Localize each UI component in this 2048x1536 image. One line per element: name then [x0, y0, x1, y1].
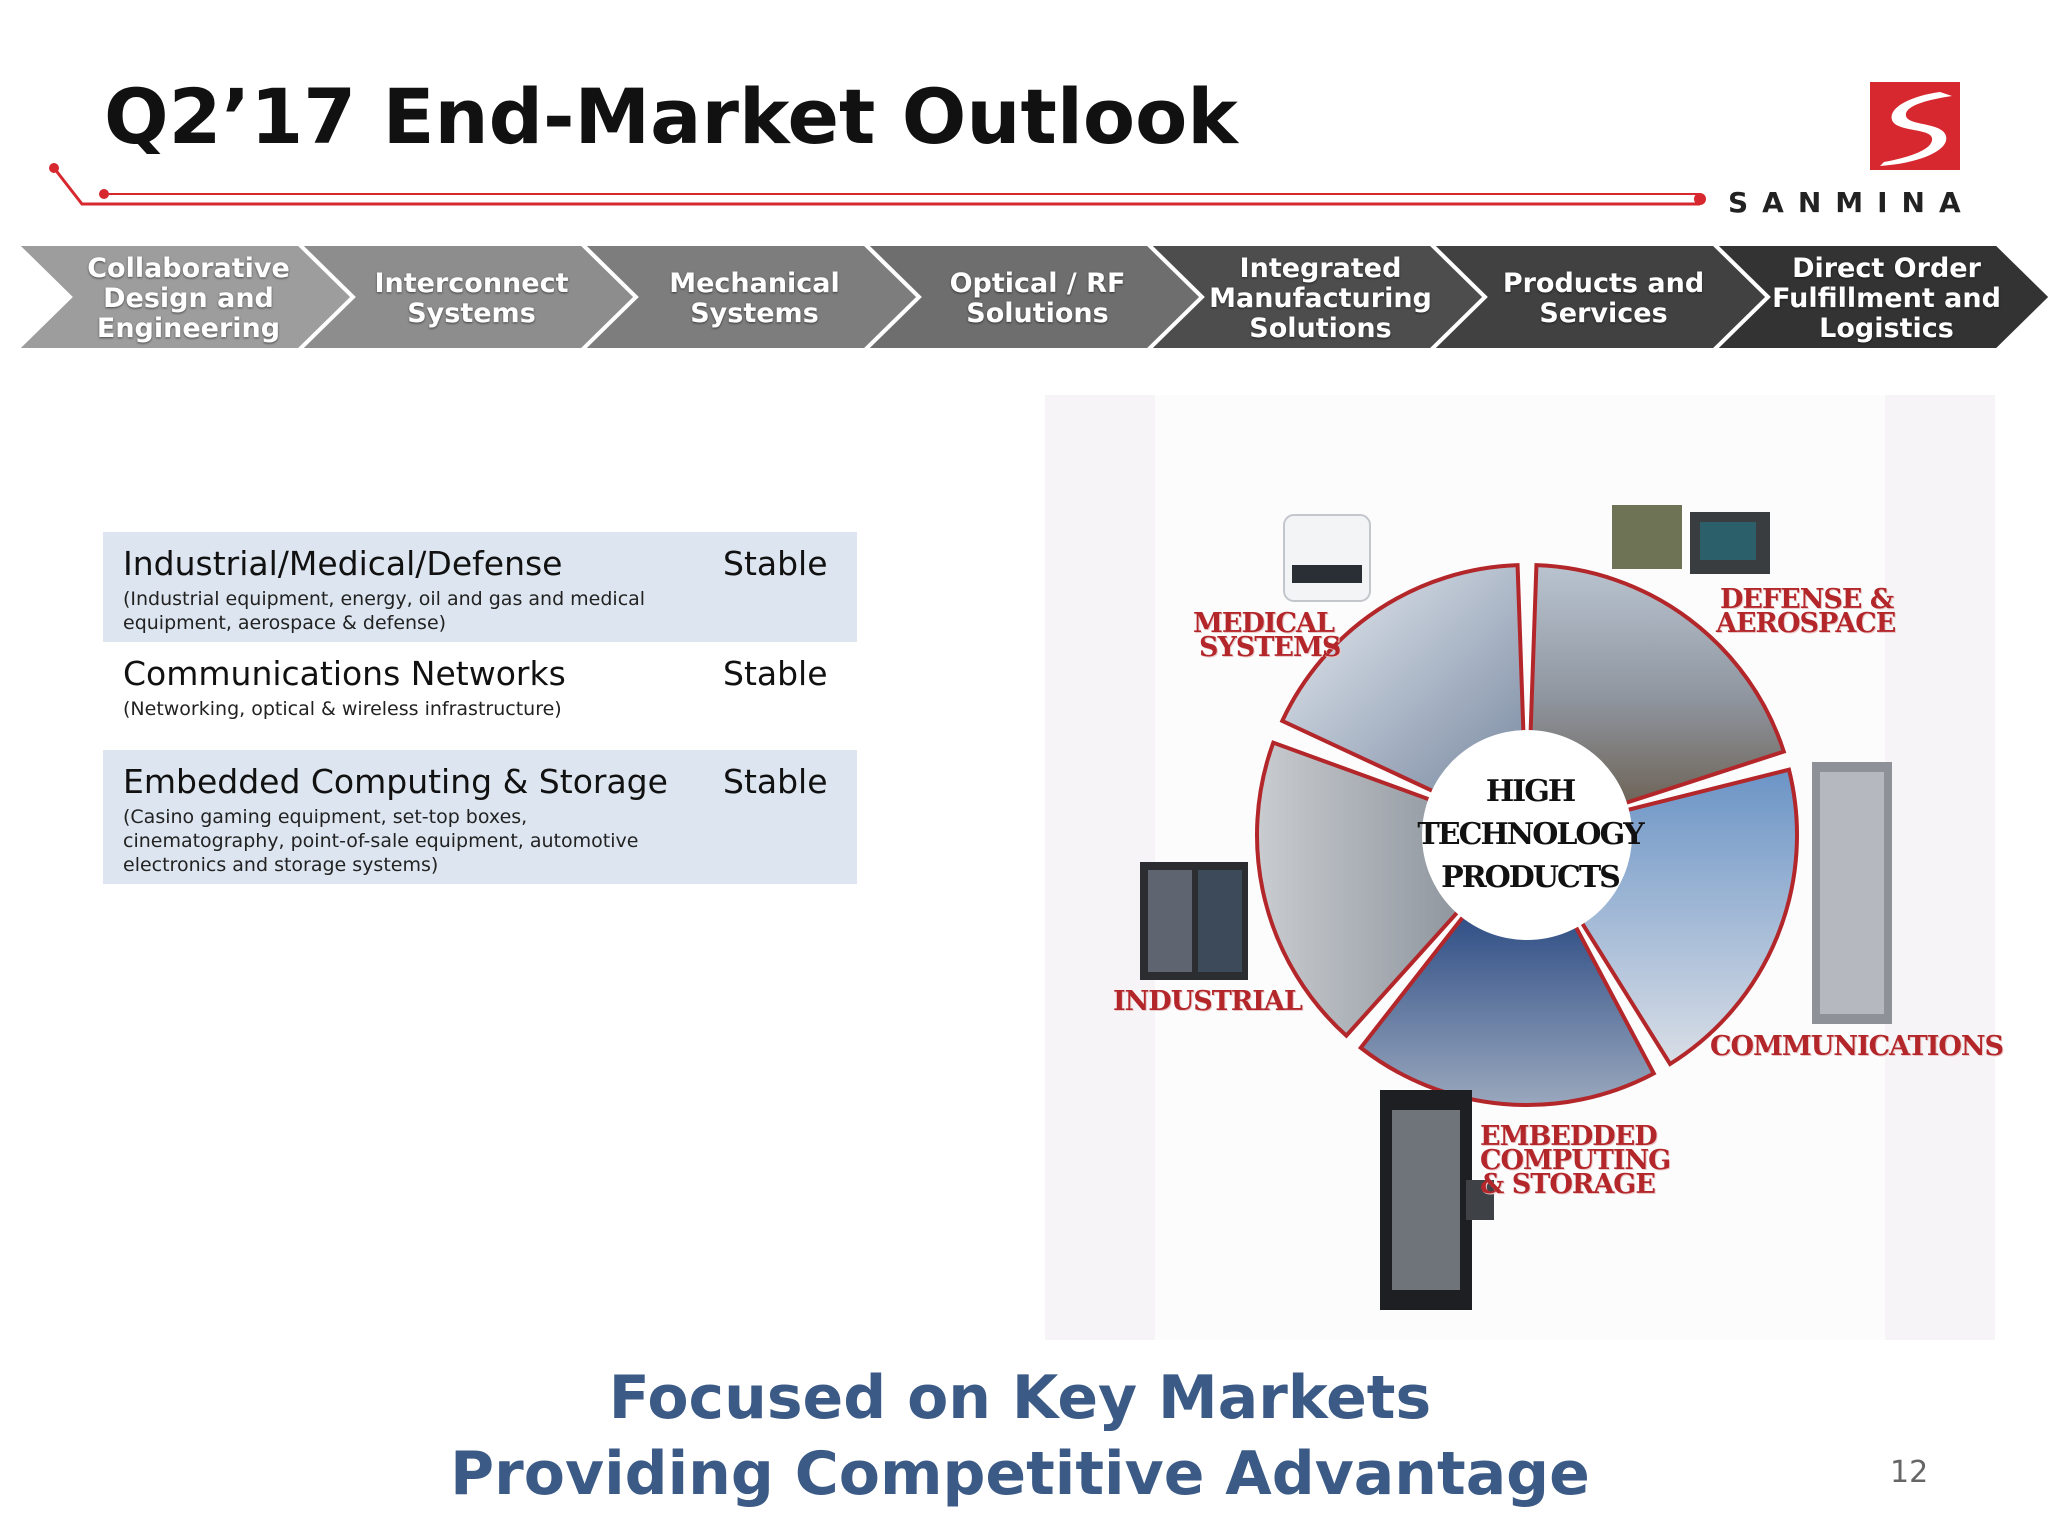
- segment-label-line: INDUSTRIAL: [1113, 986, 1303, 1017]
- segment-label-line: SYSTEMS: [1199, 632, 1341, 663]
- hub-label-line: TECHNOLOGY: [1417, 817, 1644, 852]
- chevron-shapes: [11, 242, 2048, 352]
- industrial-vending-image: [1140, 862, 1248, 980]
- market-row-industrial: Industrial/Medical/Defense (Industrial e…: [103, 532, 857, 642]
- market-row-communications: Communications Networks (Networking, opt…: [103, 642, 857, 750]
- underline-dot-end: [1694, 193, 1706, 205]
- market-outlook-table: Industrial/Medical/Defense (Industrial e…: [103, 532, 857, 884]
- segment-label-line: COMMUNICATIONS: [1710, 1031, 2004, 1062]
- segment-label-line: DEFENSE &: [1720, 584, 1894, 615]
- market-description: (Industrial equipment, energy, oil and g…: [123, 588, 646, 634]
- wheel-hub-label: HIGH TECHNOLOGY PRODUCTS: [1395, 770, 1665, 899]
- sanmina-logo-mark-icon: [1870, 82, 1960, 170]
- sanmina-wordmark: SANMINA: [1728, 186, 1975, 219]
- embedded-server-rack-image: [1380, 1090, 1494, 1310]
- slide-tagline: Focused on Key Markets Providing Competi…: [400, 1360, 1640, 1512]
- chevron-step-label: Mechanical Systems: [669, 268, 840, 329]
- market-name: Embedded Computing & Storage: [123, 762, 668, 801]
- market-outlook-status: Stable: [723, 544, 828, 583]
- chevron-step-label: Integrated Manufacturing Solutions: [1209, 253, 1432, 344]
- wheel-hub: [1422, 730, 1632, 940]
- segment-label-medical: MEDICAL SYSTEMS: [1193, 608, 1341, 663]
- market-description: (Casino gaming equipment, set-top boxes,…: [123, 806, 639, 876]
- market-name: Industrial/Medical/Defense: [123, 544, 563, 583]
- hub-label-line: PRODUCTS: [1441, 860, 1621, 895]
- market-outlook-status: Stable: [723, 654, 828, 693]
- chevron-step-label: Collaborative Design and Engineering: [87, 253, 290, 344]
- slide-title: Q2’17 End-Market Outlook: [104, 72, 1238, 161]
- segment-label-defense: DEFENSE & AEROSPACE: [1716, 584, 1896, 639]
- segment-label-communications: COMMUNICATIONS: [1710, 1031, 2004, 1062]
- tagline-line-1: Focused on Key Markets: [608, 1363, 1432, 1433]
- tagline-line-2: Providing Competitive Advantage: [450, 1439, 1590, 1509]
- defense-equipment-image: [1612, 505, 1770, 574]
- underline-dot-left: [49, 163, 59, 173]
- segment-label-embedded: EMBEDDED COMPUTING & STORAGE: [1480, 1121, 1671, 1200]
- chevron-step-label: Optical / RF Solutions: [949, 268, 1126, 329]
- segment-label-line: AEROSPACE: [1716, 608, 1896, 639]
- chevron-step-label: Interconnect Systems: [374, 268, 569, 329]
- chevron-step-label: Direct Order Fulfillment and Logistics: [1772, 253, 2001, 344]
- market-description: (Networking, optical & wireless infrastr…: [123, 698, 562, 720]
- wheel-background-strip-right: [1885, 395, 1995, 1340]
- segment-label-industrial: INDUSTRIAL: [1113, 986, 1303, 1017]
- medical-equipment-image: [1283, 514, 1371, 602]
- segment-label-line: COMPUTING: [1480, 1145, 1671, 1176]
- process-chevron-bar: Collaborative Design and Engineering Inte…: [0, 240, 2048, 360]
- page-number: 12: [1890, 1455, 1929, 1490]
- wheel-background-strip-left: [1045, 395, 1155, 1340]
- segment-label-line: MEDICAL: [1193, 608, 1335, 639]
- hub-label-line: HIGH: [1485, 774, 1576, 809]
- communications-rack-image: [1812, 762, 1892, 1024]
- chevron-step-label: Products and Services: [1502, 268, 1705, 329]
- sanmina-logo: SANMINA: [1720, 82, 1970, 222]
- market-name: Communications Networks: [123, 654, 566, 693]
- underline-line: [52, 167, 1700, 206]
- market-outlook-status: Stable: [723, 762, 828, 801]
- segment-label-line: EMBEDDED: [1480, 1121, 1658, 1152]
- market-row-embedded: Embedded Computing & Storage (Casino gam…: [103, 750, 857, 884]
- chevron-step-shape: [1709, 242, 2048, 352]
- segment-label-line: & STORAGE: [1480, 1169, 1656, 1200]
- underline-dot-start: [99, 189, 109, 199]
- title-underline: [49, 163, 1706, 206]
